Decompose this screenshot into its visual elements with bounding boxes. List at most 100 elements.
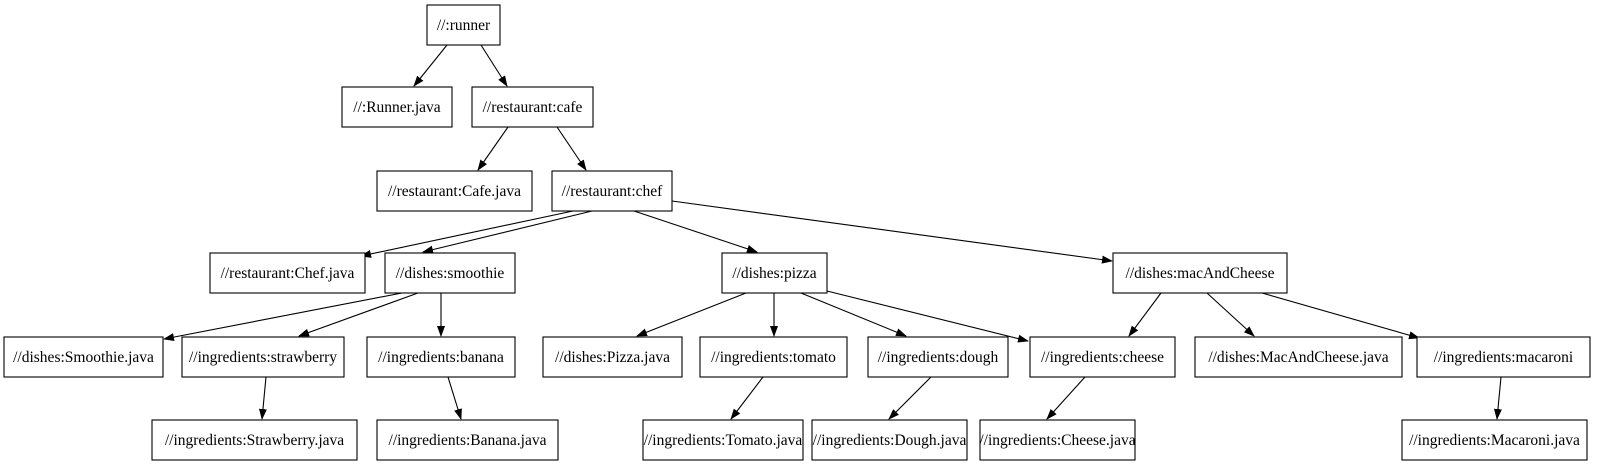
edge-line: [1128, 292, 1162, 337]
graph-node-macandcheese: //dishes:macAndCheese: [1112, 252, 1288, 294]
node-box: [642, 419, 804, 461]
node-label: //dishes:Smoothie.java: [13, 349, 154, 366]
edge-pizza-to-cheese: [826, 290, 1029, 343]
edge-line: [1261, 292, 1420, 340]
edge-line: [671, 200, 1113, 264]
graph-node-cheese: //ingredients:cheese: [1029, 336, 1176, 378]
node-box: [1416, 336, 1591, 378]
edge-smoothie-to-strawberry: [298, 292, 419, 337]
edge-line: [800, 292, 907, 337]
node-label: //:Runner.java: [353, 99, 441, 116]
node-label: //ingredients:Tomato.java: [644, 432, 803, 449]
node-box: [376, 170, 533, 212]
node-box: [471, 86, 594, 128]
graph-node-chef: //restaurant:chef: [551, 170, 673, 212]
edge-line: [163, 292, 403, 342]
node-box: [376, 419, 559, 461]
node-box: [209, 252, 366, 294]
graph-node-runner: //:runner: [426, 4, 501, 46]
edge-macandcheese-to-cheese: [1128, 292, 1162, 337]
graph-node-smoothie: //dishes:smoothie: [384, 252, 516, 294]
node-box: [366, 336, 516, 378]
node-box: [551, 170, 673, 212]
edge-line: [826, 290, 1029, 343]
edge-line: [1206, 292, 1255, 337]
node-label: //dishes:smoothie: [396, 265, 505, 282]
edge-line: [730, 376, 764, 420]
edge-chef-to-chef_java: [360, 210, 574, 258]
edge-pizza-to-pizza_java: [636, 292, 747, 337]
node-label: //ingredients:strawberry: [189, 349, 337, 366]
node-box: [721, 252, 828, 294]
node-label: //ingredients:cheese: [1041, 349, 1164, 366]
node-label: //:runner: [437, 17, 491, 34]
edge-macandcheese-to-macaroni: [1261, 292, 1420, 340]
node-box: [867, 336, 1009, 378]
node-box: [384, 252, 516, 294]
edge-banana-to-banana_java: [447, 376, 462, 420]
edge-chef-to-macandcheese: [671, 200, 1113, 264]
edge-line: [556, 126, 587, 171]
edge-cheese-to-cheese_java: [1046, 376, 1086, 420]
edge-line: [360, 210, 574, 258]
graph-node-banana: //ingredients:banana: [366, 336, 516, 378]
edge-pizza-to-dough: [800, 292, 907, 337]
edge-runner-to-runner_java: [413, 44, 448, 87]
edge-line: [636, 292, 747, 337]
graph-node-pizza: //dishes:pizza: [721, 252, 828, 294]
node-label: //restaurant:chef: [562, 183, 664, 200]
edge-smoothie-to-smoothie_java: [163, 292, 403, 342]
node-label: //ingredients:dough: [878, 349, 999, 366]
node-box: [542, 336, 683, 378]
node-label: //restaurant:cafe: [483, 99, 583, 116]
edge-tomato-to-tomato_java: [730, 376, 764, 420]
node-box: [151, 419, 358, 461]
edge-line: [480, 44, 508, 87]
graph-node-strawberry_java: //ingredients:Strawberry.java: [151, 419, 358, 461]
edge-strawberry-to-strawberry_java: [258, 376, 267, 420]
node-box: [979, 419, 1136, 461]
edge-line: [633, 210, 758, 253]
graph-node-runner_java: //:Runner.java: [341, 86, 453, 128]
node-label: //ingredients:tomato: [711, 349, 836, 366]
edge-macandcheese-to-macandcheese_java: [1206, 292, 1255, 337]
node-box: [699, 336, 848, 378]
node-label: //restaurant:Chef.java: [221, 265, 355, 282]
graph-node-pizza_java: //dishes:Pizza.java: [542, 336, 683, 378]
node-label: //ingredients:Banana.java: [389, 432, 547, 449]
edge-line: [413, 44, 448, 87]
node-box: [811, 419, 968, 461]
graph-node-macandcheese_java: //dishes:MacAndCheese.java: [1194, 336, 1403, 378]
node-label: //dishes:Pizza.java: [555, 349, 670, 366]
node-box: [1194, 336, 1403, 378]
node-box: [1401, 419, 1588, 461]
graph-node-chef_java: //restaurant:Chef.java: [209, 252, 366, 294]
edge-line: [477, 126, 509, 171]
edge-line: [258, 376, 267, 420]
edge-line: [298, 292, 419, 337]
node-label: //ingredients:Cheese.java: [979, 432, 1135, 449]
graph-node-dough: //ingredients:dough: [867, 336, 1009, 378]
graph-node-banana_java: //ingredients:Banana.java: [376, 419, 559, 461]
edge-runner-to-cafe: [480, 44, 508, 87]
edge-chef-to-pizza: [633, 210, 758, 253]
node-label: //ingredients:macaroni: [1434, 349, 1574, 366]
node-label: //ingredients:Macaroni.java: [1409, 432, 1580, 449]
graph-node-cafe_java: //restaurant:Cafe.java: [376, 170, 533, 212]
node-label: //ingredients:banana: [378, 349, 504, 366]
edge-line: [1493, 376, 1502, 420]
node-box: [426, 4, 501, 46]
edge-dough-to-dough_java: [888, 376, 932, 420]
graph-node-macaroni: //ingredients:macaroni: [1416, 336, 1591, 378]
graph-node-tomato: //ingredients:tomato: [699, 336, 848, 378]
edge-line: [447, 376, 462, 420]
graph-node-smoothie_java: //dishes:Smoothie.java: [3, 336, 164, 378]
edge-macaroni-to-macaroni_java: [1493, 376, 1502, 420]
edge-cafe-to-chef: [556, 126, 587, 171]
node-label: //dishes:macAndCheese: [1126, 265, 1275, 282]
graph-node-macaroni_java: //ingredients:Macaroni.java: [1401, 419, 1588, 461]
edge-chef-to-smoothie: [422, 210, 593, 254]
edge-line: [422, 210, 593, 254]
node-box: [341, 86, 453, 128]
